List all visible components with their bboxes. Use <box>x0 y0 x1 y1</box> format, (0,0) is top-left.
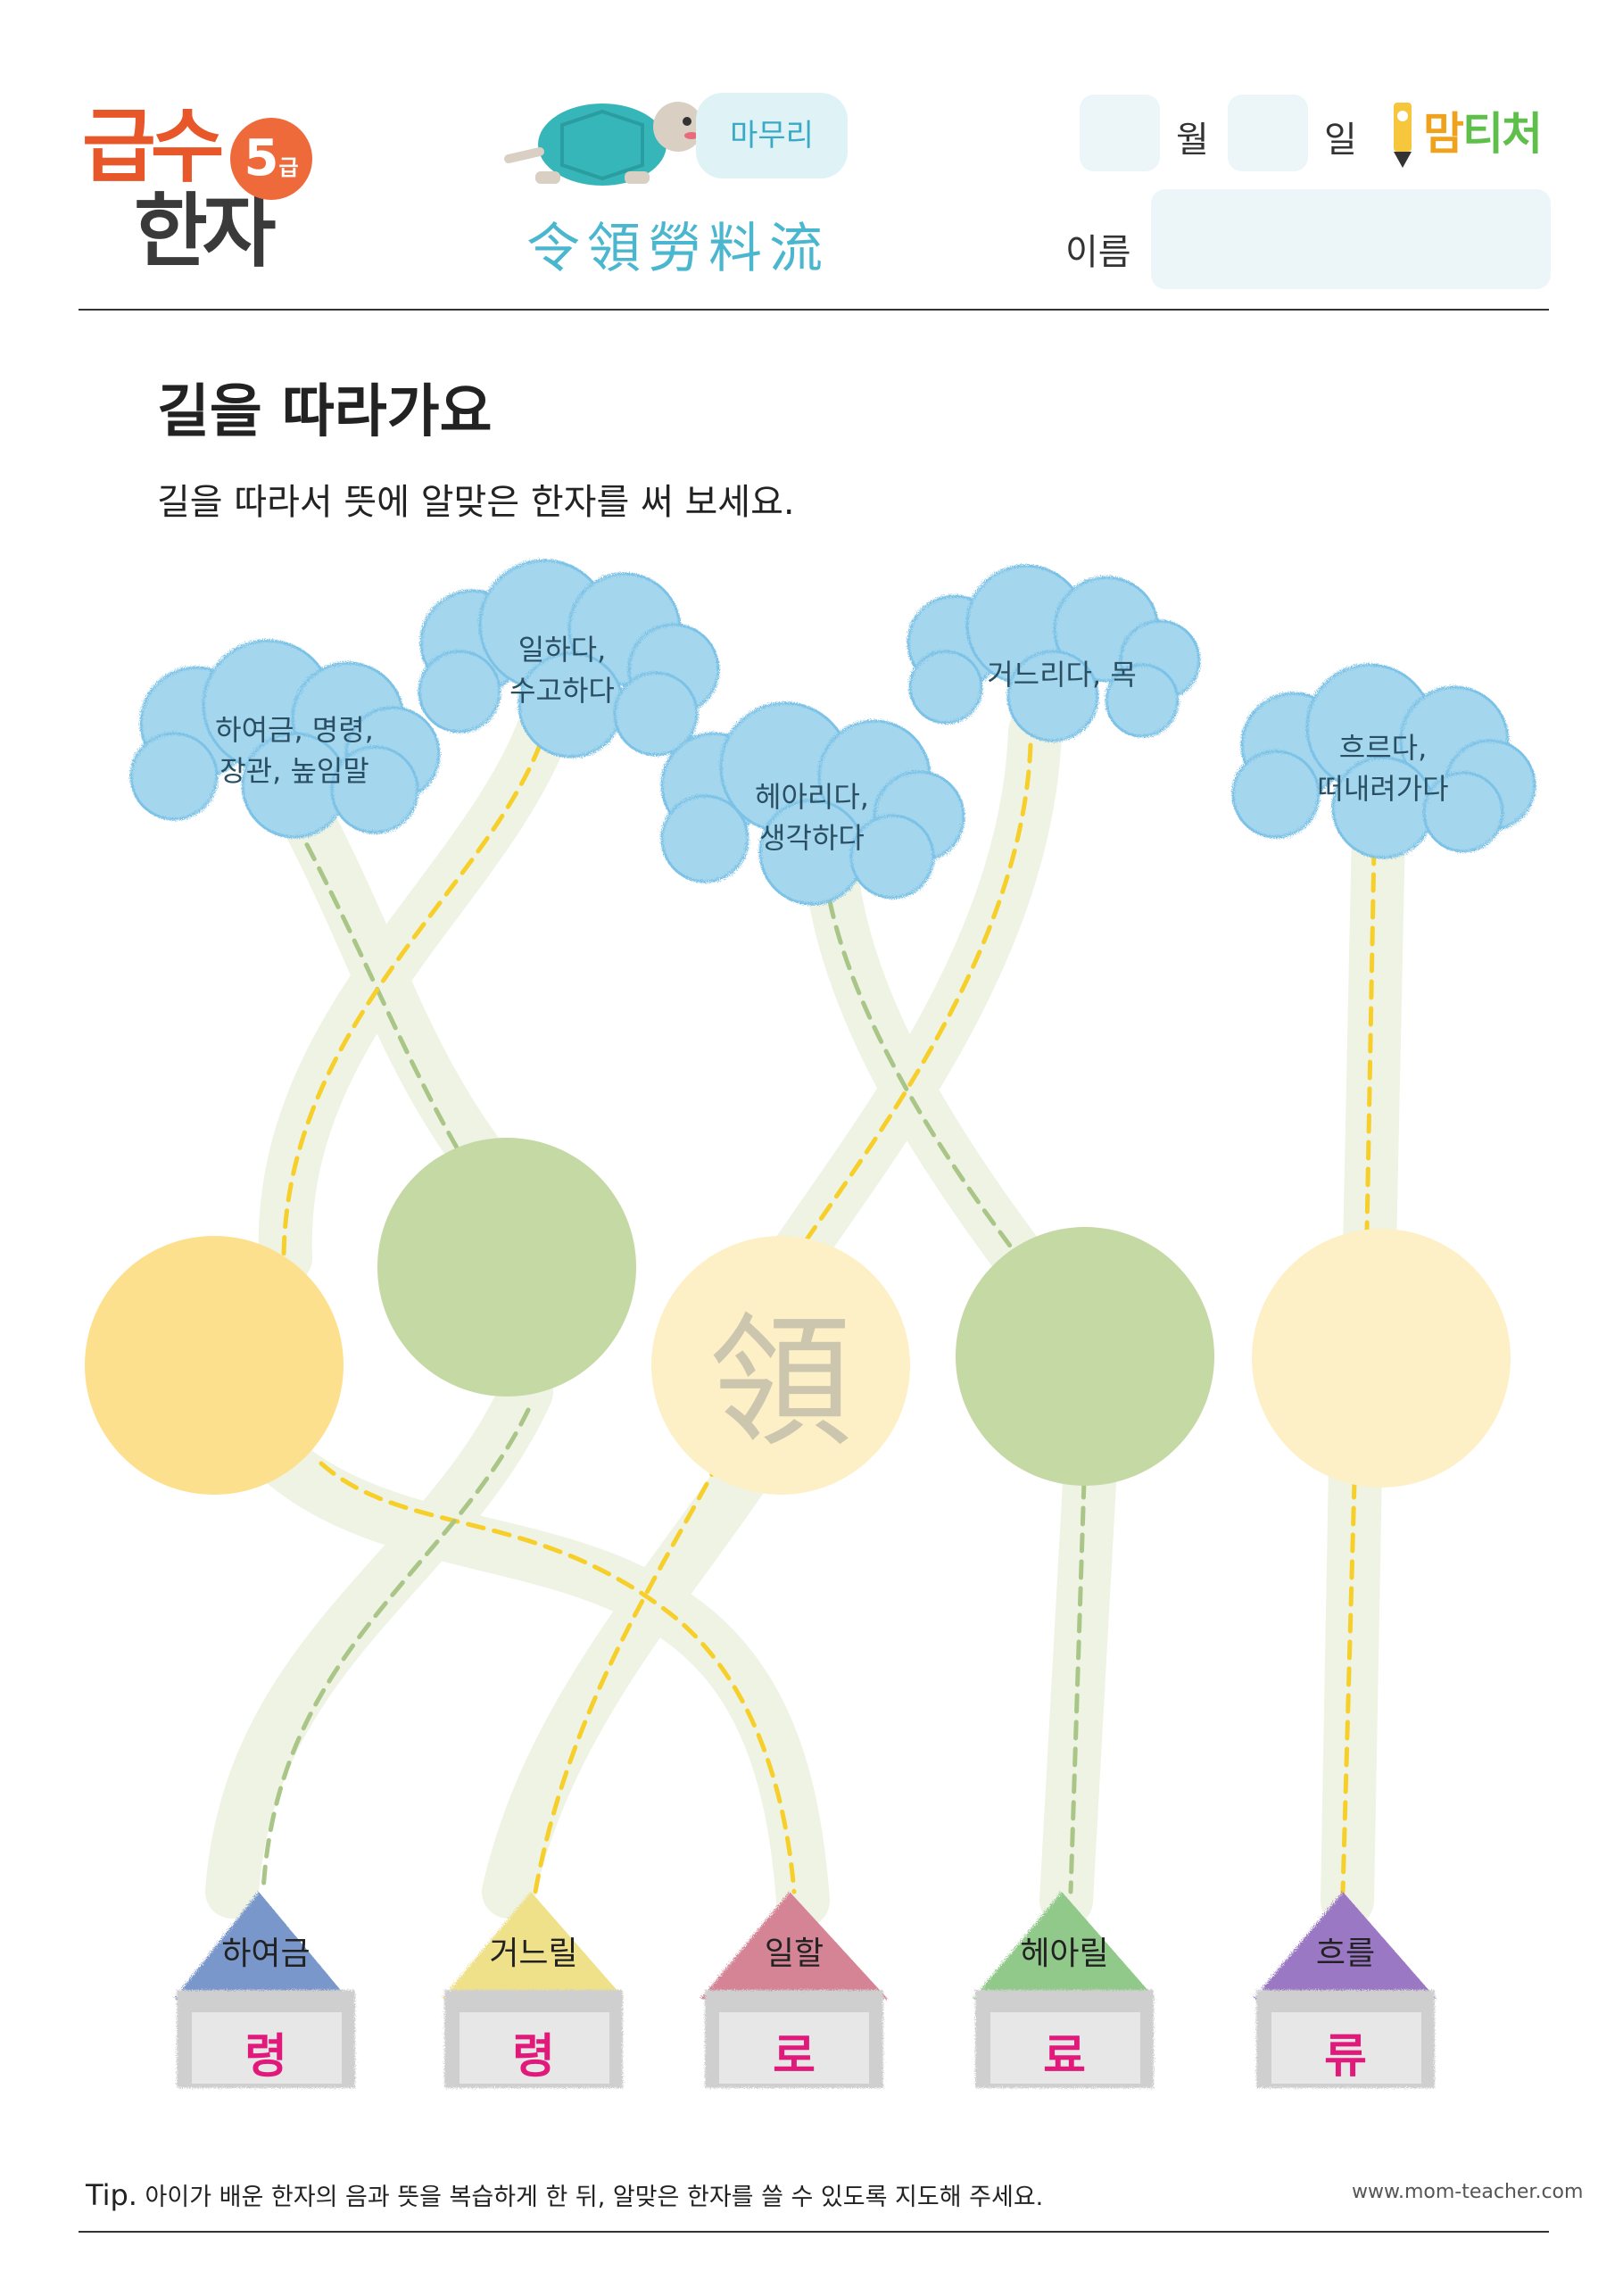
speech-bubble: 마무리 <box>696 93 848 178</box>
day-label: 일 <box>1324 120 1357 161</box>
cloud-label-5: 흐르다, 떠내려가다 <box>1317 731 1449 806</box>
house-sound-5: 류 <box>1324 2030 1367 2084</box>
house-meaning-5: 흐를 <box>1315 1935 1376 1972</box>
day-box[interactable] <box>1228 95 1308 171</box>
house-sound-4: 료 <box>1043 2030 1086 2084</box>
cloud-label-4: 거느리다, 목 <box>987 658 1137 692</box>
circle-4 <box>956 1227 1214 1486</box>
tip-label: Tip. <box>86 2178 137 2212</box>
house-sound-2: 령 <box>512 2030 555 2084</box>
dash-line-group <box>261 742 1377 1894</box>
circle-2 <box>377 1138 636 1397</box>
path-band-9 <box>1039 1392 1120 1927</box>
grade-badge: 5급 <box>230 118 312 200</box>
dash-line-8 <box>533 1434 734 1894</box>
house-sound-3: 로 <box>773 2030 816 2084</box>
cloud-2 <box>418 559 720 758</box>
path-band-6 <box>187 1339 830 1927</box>
logo-text-top: 급수 <box>82 100 225 194</box>
dash-line-10 <box>1340 1479 1357 1894</box>
circle-label-3[interactable]: 領 <box>708 1299 852 1466</box>
header-divider <box>79 309 1549 311</box>
circle-5 <box>1252 1229 1511 1488</box>
dash-line-4 <box>774 742 1033 1288</box>
cloud-4 <box>907 564 1201 742</box>
turtle-icon <box>504 102 703 186</box>
house-meaning-1: 하여금 <box>221 1935 311 1972</box>
brand-logo: 맘티처 <box>1423 98 1543 162</box>
house-4 <box>973 1892 1155 2088</box>
cloud-label-2: 일하다, 수고하다 <box>509 633 615 708</box>
path-band-7 <box>205 1365 553 1919</box>
dash-line-9 <box>1068 1479 1087 1894</box>
instruction-text: 길을 따라서 뜻에 알맞은 한자를 써 보세요. <box>157 482 795 523</box>
house-3 <box>700 1892 888 2088</box>
site-url: www.mom-teacher.com <box>1352 2181 1584 2203</box>
cloud-label-3: 헤아리다, 생각하다 <box>755 780 869 855</box>
name-label: 이름 <box>1065 232 1131 273</box>
dash-line-2 <box>281 742 542 1261</box>
grade-unit: 급 <box>278 155 299 180</box>
pencil-icon <box>1394 103 1412 168</box>
brand-b: 티처 <box>1462 108 1543 160</box>
circle-3 <box>651 1236 910 1495</box>
house-sound-1: 령 <box>244 2030 287 2084</box>
dash-line-1 <box>292 818 467 1163</box>
dash-line-7 <box>261 1407 531 1894</box>
hanja-set-title: 令領勞料流 <box>526 218 830 280</box>
brand-a: 맘 <box>1423 108 1464 160</box>
month-label: 월 <box>1176 120 1209 161</box>
path-band-5 <box>1343 803 1405 1276</box>
month-box[interactable] <box>1080 95 1160 171</box>
logo-text-bottom: 한자 <box>134 185 277 278</box>
house-meaning-3: 일할 <box>764 1935 824 1972</box>
house-meaning-2: 거느릴 <box>489 1935 578 1972</box>
house-1 <box>174 1892 355 2088</box>
grade-number: 5 <box>244 129 279 187</box>
house-5 <box>1254 1892 1437 2088</box>
dash-line-5 <box>1364 845 1377 1234</box>
tip-body: 아이가 배운 한자의 음과 뜻을 복습하게 한 뒤, 알맞은 한자를 쓸 수 있… <box>137 2184 1044 2211</box>
name-field[interactable] <box>1151 189 1551 289</box>
house-meaning-4: 헤아릴 <box>1020 1935 1109 1972</box>
dash-line-6 <box>319 1461 797 1894</box>
cloud-3 <box>660 701 965 906</box>
cloud-label-1: 하여금, 명령, 장관, 높임말 <box>215 713 374 788</box>
section-title: 길을 따라가요 <box>157 379 493 445</box>
cloud-1 <box>129 639 441 839</box>
dash-line-3 <box>827 899 1015 1252</box>
circle-1 <box>85 1236 344 1495</box>
cloud-5 <box>1231 663 1536 859</box>
footer-divider <box>79 2231 1549 2233</box>
house-2 <box>442 1892 625 2088</box>
tip-text: Tip. 아이가 배운 한자의 음과 뜻을 복습하게 한 뒤, 알맞은 한자를 … <box>86 2177 1043 2212</box>
